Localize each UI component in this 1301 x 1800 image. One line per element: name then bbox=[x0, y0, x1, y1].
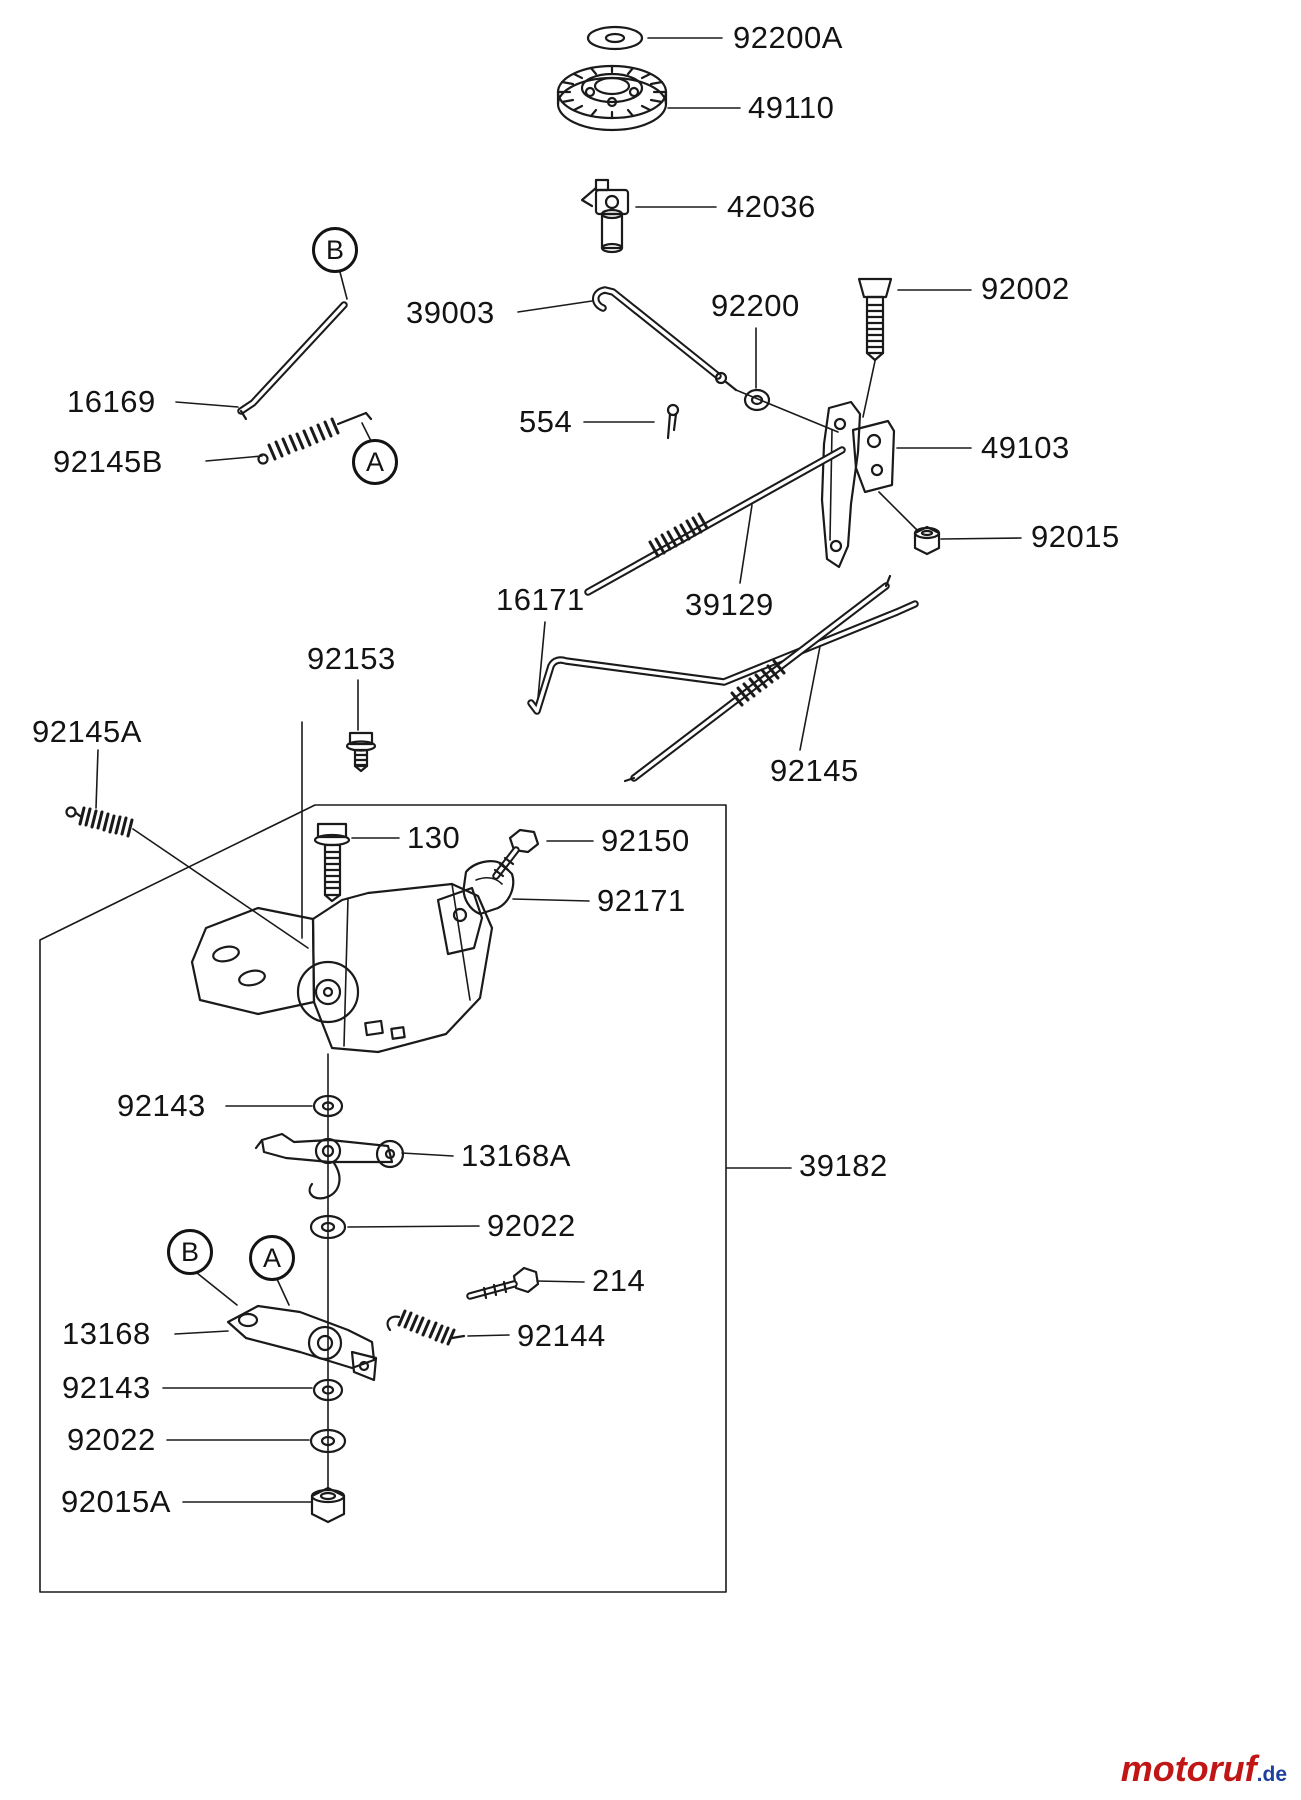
washer-92022-upper-drawing bbox=[309, 1214, 347, 1240]
part-label-214: 214 bbox=[592, 1263, 646, 1298]
part-label-42036: 42036 bbox=[727, 189, 816, 224]
spring-92144-drawing bbox=[386, 1309, 466, 1346]
part-label-92145b: 92145B bbox=[53, 444, 163, 479]
washer-92143-upper-drawing bbox=[312, 1094, 344, 1118]
part-label-92153: 92153 bbox=[307, 641, 396, 676]
callout-circle-b-top: B bbox=[312, 227, 358, 273]
rod-92145-drawing bbox=[623, 574, 892, 783]
part-label-13168a: 13168A bbox=[461, 1138, 571, 1173]
part-label-49103: 49103 bbox=[981, 430, 1070, 465]
bolt-214-drawing bbox=[466, 1266, 540, 1300]
part-label-92143-lower: 92143 bbox=[62, 1370, 151, 1405]
spring-92145a-drawing bbox=[65, 806, 134, 838]
part-label-92015: 92015 bbox=[1031, 519, 1120, 554]
part-label-92145a: 92145A bbox=[32, 714, 142, 749]
part-label-13168: 13168 bbox=[62, 1316, 151, 1351]
bolt-130-drawing bbox=[313, 822, 351, 903]
washer-92022-lower-drawing bbox=[309, 1428, 347, 1454]
callout-circle-a-top: A bbox=[352, 439, 398, 485]
part-label-92022-lower: 92022 bbox=[67, 1422, 156, 1457]
spring-92145b-drawing bbox=[257, 411, 373, 465]
rod-39129-drawing bbox=[584, 446, 846, 596]
governor-42036-drawing bbox=[580, 178, 630, 254]
part-label-92200a: 92200A bbox=[733, 20, 843, 55]
bolt-92002-drawing bbox=[857, 277, 893, 362]
part-label-92015a: 92015A bbox=[61, 1484, 171, 1519]
part-label-130: 130 bbox=[407, 820, 461, 855]
part-label-92150: 92150 bbox=[601, 823, 690, 858]
part-label-39129: 39129 bbox=[685, 587, 774, 622]
brand-watermark: motoruf.de bbox=[1121, 1748, 1287, 1790]
callout-circle-b-bottom: B bbox=[167, 1229, 213, 1275]
plate-49103-drawing bbox=[820, 400, 896, 569]
callout-circle-a-bottom: A bbox=[249, 1235, 295, 1281]
assembly-boundary-box bbox=[39, 804, 727, 1593]
washer-92143-lower-drawing bbox=[312, 1378, 344, 1402]
brand-watermark-tld: .de bbox=[1256, 1763, 1287, 1786]
lever-13168-drawing bbox=[226, 1304, 378, 1382]
spring-on-39129 bbox=[648, 512, 709, 558]
part-label-92002: 92002 bbox=[981, 271, 1070, 306]
nut-92015-drawing bbox=[913, 525, 941, 556]
part-label-92200: 92200 bbox=[711, 288, 800, 323]
part-label-92144: 92144 bbox=[517, 1318, 606, 1353]
screw-92150-drawing bbox=[492, 828, 540, 880]
part-label-92143-upper: 92143 bbox=[117, 1088, 206, 1123]
spring-on-92145 bbox=[730, 659, 786, 707]
bolt-92153-drawing bbox=[345, 731, 377, 773]
part-label-554: 554 bbox=[519, 404, 573, 439]
part-label-39003: 39003 bbox=[406, 295, 495, 330]
part-label-39182: 39182 bbox=[799, 1148, 888, 1183]
gear-49110-drawing bbox=[556, 64, 668, 132]
rod-16169-drawing bbox=[237, 301, 348, 421]
part-label-49110: 49110 bbox=[748, 90, 835, 125]
part-label-92171: 92171 bbox=[597, 883, 686, 918]
washer-92200-drawing bbox=[743, 388, 771, 412]
part-label-92022-upper: 92022 bbox=[487, 1208, 576, 1243]
control-bracket-drawing bbox=[190, 882, 494, 1054]
nut-92015a-drawing bbox=[310, 1486, 346, 1524]
cotter-pin-554-drawing bbox=[666, 403, 680, 440]
washer-92200a-drawing bbox=[586, 25, 644, 51]
clamp-92171-drawing bbox=[462, 860, 515, 916]
brand-watermark-name: motoruf bbox=[1120, 1748, 1257, 1789]
rod-16171-drawing bbox=[527, 600, 919, 715]
leader-lines bbox=[95, 37, 1022, 1503]
part-label-16169: 16169 bbox=[67, 384, 156, 419]
lever-13168a-drawing bbox=[254, 1132, 405, 1200]
part-label-16171: 16171 bbox=[496, 582, 585, 617]
part-label-92145: 92145 bbox=[770, 753, 859, 788]
